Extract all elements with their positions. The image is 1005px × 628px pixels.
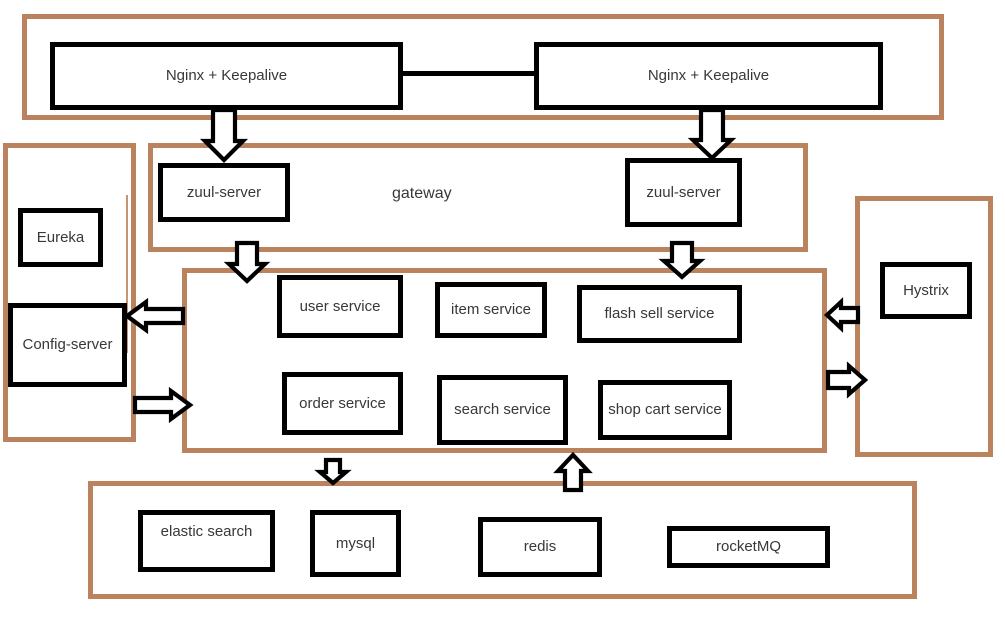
search-service-box: search service [437,375,568,445]
hystrix-label: Hystrix [903,281,949,299]
flash-sell-service-label: flash sell service [604,305,715,323]
nginx-keepalive-label-2: Nginx + Keepalive [647,67,770,85]
config-server-box: Config-server [8,303,127,387]
item-service-box: item service [435,282,547,338]
shop-cart-service-label: shop cart service [608,401,722,419]
arrow-services-to-data-down-icon [314,457,352,486]
hystrix-container [855,196,993,457]
nginx-keepalive-label-1: Nginx + Keepalive [165,67,288,85]
rocketmq-box: rocketMQ [667,526,830,568]
item-service-label: item service [450,301,532,319]
redis-box: redis [478,517,602,577]
mysql-label: mysql [335,534,376,552]
nginx-keepalive-box-2: Nginx + Keepalive [534,42,883,110]
user-service-box: user service [277,275,403,338]
eureka-label: Eureka [36,228,85,246]
redis-label: redis [523,538,557,556]
zuul-server-box-2: zuul-server [625,158,742,227]
order-service-label: order service [299,394,386,412]
zuul-server-label-1: zuul-server [186,183,262,201]
search-service-label: search service [454,401,551,419]
registry-container [3,143,136,442]
zuul-server-label-2: zuul-server [646,183,721,201]
rocketmq-label: rocketMQ [715,538,781,556]
shop-cart-service-box: shop cart service [598,380,732,440]
gateway-container [148,143,808,252]
zuul-server-box-1: zuul-server [158,163,290,222]
config-server-label: Config-server [22,336,113,354]
hystrix-box: Hystrix [880,262,972,319]
elastic-search-label: elastic search [160,523,253,540]
eureka-box: Eureka [18,208,103,267]
gateway-label: gateway [392,185,452,202]
data-layer-container [88,481,917,599]
flash-sell-service-box: flash sell service [577,285,742,343]
elastic-search-box: elastic search [138,510,275,572]
services-container [182,268,827,453]
order-service-box: order service [282,372,403,435]
arrow-hystrix-to-services-left-icon [823,297,861,333]
user-service-label: user service [299,297,381,315]
mysql-box: mysql [310,510,401,577]
load-balancer-container [22,14,944,120]
nginx-keepalive-box-1: Nginx + Keepalive [50,42,403,110]
